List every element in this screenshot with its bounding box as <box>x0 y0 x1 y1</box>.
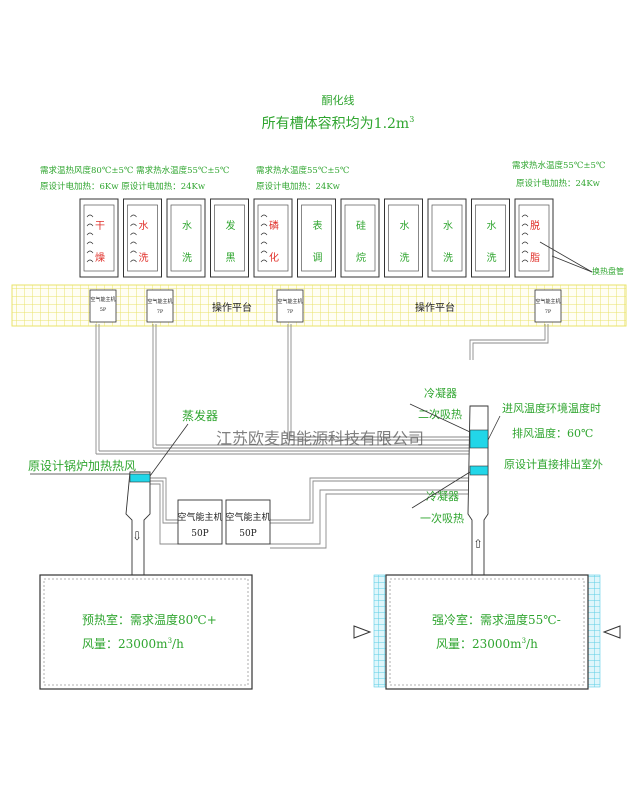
small-unit-1: 空气能主机 5P <box>89 289 117 323</box>
tank-label-bottom: 黑 <box>226 252 236 264</box>
tank-5: 磷化 <box>253 198 293 278</box>
spec-note-left-1: 需求温热风度80℃±5℃ 需求热水温度55℃±5℃ <box>40 165 229 176</box>
spec-note-left-2: 原设计电加热：6Kw 原设计电加热：24Kw <box>40 181 206 192</box>
exhaust-note-1: 进风温度环境温度时 <box>502 401 601 415</box>
tank-label-bottom: 燥 <box>95 252 105 264</box>
cooling-room-airflow: 风量：23000m3/h <box>436 637 538 651</box>
tank-label-top: 水 <box>443 220 453 232</box>
heat-exchanger-label: 换热盘管 <box>592 266 624 276</box>
tank-label-top: 磷 <box>269 219 279 232</box>
inlet-arrow-right-icon <box>602 625 621 639</box>
tank-label-bottom: 洗 <box>182 252 192 264</box>
svg-text:50P: 50P <box>239 529 257 539</box>
cooling-room <box>373 574 601 690</box>
svg-text:7P: 7P <box>545 309 552 315</box>
spec-note-mid-1: 需求热水温度55℃±5℃ <box>256 165 349 176</box>
svg-text:7P: 7P <box>287 309 294 315</box>
spec-note-right-2: 原设计电加热：24Kw <box>516 178 601 189</box>
inlet-arrow-left-icon <box>353 625 372 639</box>
tank-8: 水洗 <box>384 198 423 278</box>
tank-label-top: 发 <box>226 219 236 232</box>
left-exhaust-column <box>125 471 151 576</box>
tank-label-top: 水 <box>400 220 410 232</box>
main-unit-1: 空气能主机 50P <box>177 499 223 545</box>
tank-label-bottom: 洗 <box>487 252 497 264</box>
page-title: 所有槽体容积均为1.2m3 <box>262 115 415 132</box>
condenser1-sublabel: 一次吸热 <box>420 511 464 525</box>
tank-11: 脱脂 <box>514 198 554 278</box>
svg-text:50P: 50P <box>191 529 209 539</box>
svg-text:空气能主机: 空气能主机 <box>90 296 115 303</box>
svg-text:空气能主机: 空气能主机 <box>147 298 172 305</box>
tank-label-top: 脱 <box>530 219 540 232</box>
tank-label-bottom: 洗 <box>139 252 149 264</box>
tank-label-bottom: 烷 <box>356 251 366 264</box>
preheat-room <box>39 574 253 690</box>
tank-label-top: 干 <box>95 221 105 232</box>
piping <box>95 324 549 549</box>
small-unit-2: 空气能主机 7P <box>146 289 174 323</box>
tank-label-top: 水 <box>182 220 192 232</box>
condenser1-label: 冷凝器 <box>426 489 459 503</box>
tank-9: 水洗 <box>427 198 467 278</box>
condenser2-leader <box>409 403 471 433</box>
svg-text:空气能主机: 空气能主机 <box>535 298 560 305</box>
exhaust-note-2: 排风温度：60℃ <box>512 426 593 440</box>
tank-2: 水洗 <box>123 198 162 278</box>
tank-label-bottom: 洗 <box>443 252 453 264</box>
tank-label-top: 水 <box>139 220 149 232</box>
condenser1-leader <box>411 471 471 509</box>
evaporator-leader <box>149 423 189 477</box>
tank-1: 干燥 <box>79 198 119 278</box>
spec-note-mid-2: 原设计电加热：24Kw <box>256 181 341 192</box>
svg-text:空气能主机: 空气能主机 <box>225 511 270 523</box>
tank-6: 表调 <box>297 198 336 278</box>
small-unit-3: 空气能主机 7P <box>276 289 304 323</box>
tank-label-bottom: 化 <box>269 251 279 264</box>
company-watermark: 江苏欧麦朗能源科技有限公司 <box>216 429 424 448</box>
up-arrow-icon: ⇧ <box>473 537 483 551</box>
platform-label-1: 操作平台 <box>212 301 252 314</box>
heat-exchanger-leader-2 <box>551 255 593 273</box>
down-arrow-icon: ⇩ <box>132 529 142 543</box>
tank-label-bottom: 调 <box>313 252 323 264</box>
header-partial: 酮化线 <box>322 93 355 107</box>
heat-exchanger-leader <box>539 241 593 273</box>
exhaust-note-3: 原设计直接排出室外 <box>504 457 603 471</box>
heating-coil-icon <box>86 214 94 263</box>
preheat-room-label: 预热室：需求温度80℃+ <box>82 612 217 627</box>
preheat-room-airflow: 风量：23000m3/h <box>82 637 184 651</box>
small-unit-4: 空气能主机 7P <box>534 289 562 323</box>
svg-text:5P: 5P <box>100 307 107 313</box>
boiler-note: 原设计锅炉加热热风 <box>28 458 136 473</box>
tank-label-top: 硅 <box>356 219 366 232</box>
spec-note-right-1: 需求热水温度55℃±5℃ <box>512 160 605 171</box>
svg-text:空气能主机: 空气能主机 <box>177 511 222 523</box>
tank-3: 水洗 <box>166 198 206 278</box>
heating-coil-icon <box>521 214 529 263</box>
tank-10: 水洗 <box>471 198 510 278</box>
evaporator-label: 蒸发器 <box>182 408 218 423</box>
tank-7: 硅烷 <box>340 198 380 278</box>
exhaust-note-leader <box>487 415 501 441</box>
main-unit-2: 空气能主机 50P <box>225 499 271 545</box>
tank-label-bottom: 洗 <box>400 252 410 264</box>
heating-coil-icon <box>130 214 137 263</box>
svg-text:空气能主机: 空气能主机 <box>277 298 302 305</box>
heating-coil-icon <box>260 214 268 263</box>
condenser2-sublabel: 二次吸热 <box>418 407 462 421</box>
tank-label-bottom: 脂 <box>530 251 540 264</box>
tank-4: 发黑 <box>210 198 249 278</box>
tank-label-top: 水 <box>487 220 497 232</box>
svg-text:7P: 7P <box>157 309 164 315</box>
platform-label-2: 操作平台 <box>415 301 455 314</box>
tank-label-top: 表 <box>313 219 323 232</box>
condenser2-label: 冷凝器 <box>424 386 457 400</box>
cooling-room-label: 强冷室：需求温度55℃- <box>432 612 561 627</box>
